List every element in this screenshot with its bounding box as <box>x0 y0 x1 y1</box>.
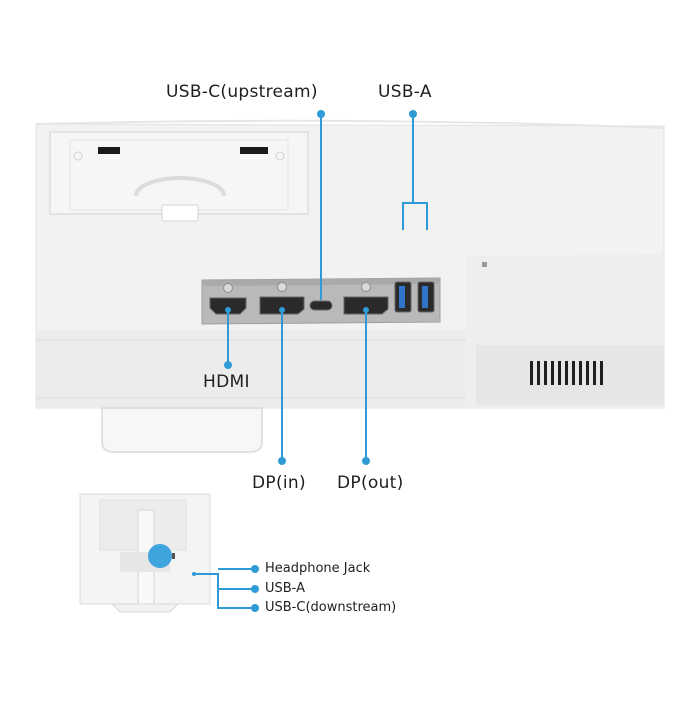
side-callout-lines <box>194 568 254 609</box>
vent-slot <box>579 361 582 385</box>
label-headphone-jack: Headphone Jack <box>265 561 371 576</box>
monitor-top-edge <box>35 119 665 129</box>
callout-dots <box>224 110 417 465</box>
label-usb-c-upstream: USB-C(upstream) <box>166 82 318 102</box>
vent-slot <box>551 361 554 385</box>
vent-slot <box>544 361 547 385</box>
callout-usb-a-bracket <box>402 114 428 230</box>
stand-clip <box>161 204 199 222</box>
mount-slot-left <box>98 147 120 154</box>
screw-marker-dp-in <box>277 282 287 292</box>
vent-slot <box>572 361 575 385</box>
label-usb-a-side: USB-A <box>265 581 305 596</box>
vent-slot <box>586 361 589 385</box>
callout-lines <box>227 114 428 460</box>
vent-slot <box>593 361 596 385</box>
screw-hole-tl <box>73 151 83 161</box>
label-usb-a-top: USB-A <box>378 82 432 102</box>
vent-panel <box>476 345 664 405</box>
vent-slot <box>530 361 533 385</box>
screw-marker-dp-out <box>361 282 371 292</box>
vent-slot <box>565 361 568 385</box>
label-usb-c-downstream: USB-C(downstream) <box>265 600 397 615</box>
label-dp-in: DP(in) <box>252 473 306 493</box>
usb-a-port-2-insert <box>422 286 428 308</box>
usb-a-port-1-insert <box>399 286 405 308</box>
stand-base <box>101 407 263 453</box>
vent-slot <box>558 361 561 385</box>
mount-slot-right <box>240 147 268 154</box>
vesa-mount-plate <box>49 131 309 215</box>
hdmi-port <box>209 297 247 315</box>
monitor-thumbnail <box>79 493 211 613</box>
side-callout-dots <box>251 565 259 612</box>
usb-c-upstream-port <box>309 300 333 311</box>
vent-slots <box>530 361 603 385</box>
dp-in-port <box>259 296 305 315</box>
screw-marker-hdmi <box>223 283 233 293</box>
label-hdmi: HDMI <box>203 372 250 392</box>
stand-mount-ring <box>134 176 226 197</box>
vent-slot <box>537 361 540 385</box>
label-dp-out: DP(out) <box>337 473 404 493</box>
vent-slot <box>600 361 603 385</box>
monitor-lower-band <box>36 330 466 408</box>
screw-hole-tr <box>275 151 285 161</box>
dp-out-port <box>343 296 389 315</box>
indicator-dot <box>482 262 487 267</box>
